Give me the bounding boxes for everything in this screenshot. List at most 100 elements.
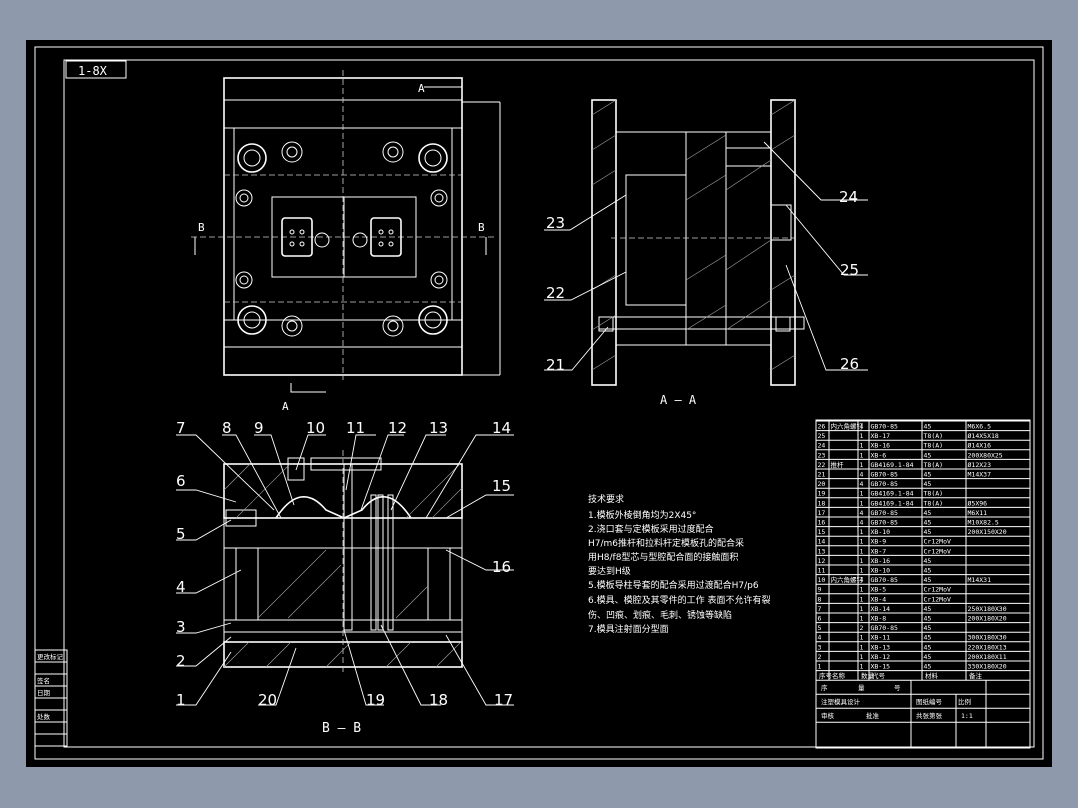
bom-cell: 1: [860, 595, 864, 603]
callout-2: 2: [176, 652, 186, 670]
bom-cell: 26: [818, 423, 826, 431]
tech-req-item-4: 用H8/f8型芯与型腔配合面的接触面积: [588, 551, 738, 563]
mark-b-left: B: [198, 221, 205, 234]
bom-cell: 330X180X20: [968, 663, 1007, 671]
mark-a-bottom: A: [282, 400, 289, 413]
bom-cell: XB-7: [871, 547, 887, 555]
bom-cell: XB-8: [871, 615, 887, 623]
bom-cell: 7: [818, 605, 822, 613]
callout-5: 5: [176, 525, 186, 543]
bom-cell: 4: [860, 480, 864, 488]
bom-cell: XB-17: [871, 432, 891, 440]
bom-cell: 1: [860, 605, 864, 613]
bom-cell: 1: [860, 557, 864, 565]
bom-cell: 13: [818, 547, 826, 555]
title-block-cell: 序: [821, 683, 828, 692]
bom-cell: M6X11: [968, 509, 988, 517]
bom-cell: 12: [818, 557, 826, 565]
bom-cell: GB4169.1-84: [871, 461, 914, 469]
callout-12: 12: [388, 419, 407, 437]
bom-cell: Cr12MoV: [924, 586, 951, 594]
bom-cell: 200X180X11: [968, 653, 1007, 661]
bom-cell: XB-13: [871, 643, 891, 651]
bom-header-cell: 代号: [872, 671, 886, 680]
bom-cell: 20: [818, 480, 826, 488]
callout-3: 3: [176, 618, 186, 636]
bom-cell: 1: [860, 653, 864, 661]
bom-cell: 45: [924, 643, 932, 651]
tech-req-item-3: H7/m6推杆和拉料杆定模板孔的配合采: [588, 537, 744, 549]
bom-cell: 内六角螺钉: [831, 575, 864, 584]
bom-cell: Ø14X16: [968, 442, 992, 450]
callout-9: 9: [254, 419, 264, 437]
callout-16: 16: [492, 558, 511, 576]
bom-cell: 1: [860, 615, 864, 623]
mark-b-right: B: [478, 221, 485, 234]
bom-cell: 25: [818, 432, 826, 440]
callout-10: 10: [306, 419, 325, 437]
bom-cell: 250X180X30: [968, 605, 1007, 613]
bom-cell: 11: [818, 567, 826, 575]
title-block-cell: 批准: [866, 711, 880, 720]
bom-cell: 1: [860, 567, 864, 575]
bb-callouts: 7 8 9 10 11 12 13 14 6 15 5 16 4: [176, 419, 514, 709]
bom-cell: 1: [860, 538, 864, 546]
bom-cell: XB-14: [871, 605, 891, 613]
title-block-cell: 共张第张: [916, 711, 943, 720]
bom-cell: 45: [924, 557, 932, 565]
callout-11: 11: [346, 419, 365, 437]
bom-cell: 45: [924, 451, 932, 459]
bom-cell: Ø5X96: [968, 499, 988, 507]
bom-cell: XB-16: [871, 442, 891, 450]
bom-cell: 45: [924, 615, 932, 623]
bom-cell: T8(A): [924, 432, 944, 440]
bom-cell: 23: [818, 451, 826, 459]
title-block-cell: 号: [894, 684, 901, 692]
bom-cell: T8(A): [924, 461, 944, 469]
bom-cell: T8(A): [924, 442, 944, 450]
bom-cell: 45: [924, 567, 932, 575]
bom-cell: 1: [860, 586, 864, 594]
callout-6: 6: [176, 472, 186, 490]
bom-cell: M14X31: [968, 576, 992, 584]
tech-req-item-2: 2.浇口套与定模板采用过度配合: [588, 523, 714, 535]
bom-cell: XB-4: [871, 595, 887, 603]
tech-req-item-7: 6.模具、模腔及其零件的工作 表面不允许有裂: [588, 594, 770, 606]
title-block-cell: 1:1: [961, 712, 973, 720]
bom-header-cell: 序号: [819, 671, 833, 680]
bom-cell: 4: [860, 576, 864, 584]
bom-cell: 45: [924, 519, 932, 527]
bom-cell: Cr12MoV: [924, 595, 951, 603]
title-block-cell: 审核: [821, 711, 835, 720]
rev-label-1: 更改标记: [37, 652, 64, 661]
bom-cell: 6: [818, 615, 822, 623]
bom-cell: 1: [818, 663, 822, 671]
callout-24: 24: [839, 188, 858, 206]
bom-cell: 45: [924, 605, 932, 613]
bom-cell: 1: [860, 663, 864, 671]
bom-cell: 45: [924, 634, 932, 642]
bom-cell: 200X80X25: [968, 451, 1003, 459]
title-block-cell: 量: [858, 684, 865, 692]
bom-cell: 4: [860, 423, 864, 431]
callout-17: 17: [494, 691, 513, 709]
view-bb-title: B — B: [322, 721, 361, 736]
bom-cell: 21: [818, 471, 826, 479]
bom-cell: 17: [818, 509, 826, 517]
bom-cell: 45: [924, 528, 932, 536]
tech-req-title: 技术要求: [588, 493, 624, 505]
bom-cell: 45: [924, 663, 932, 671]
bom-cell: 1: [860, 528, 864, 536]
bom-cell: 24: [818, 442, 826, 450]
callout-26: 26: [840, 355, 859, 373]
bom-cell: M14X37: [968, 471, 992, 479]
outer-border: [34, 46, 1044, 760]
bom-cell: GB70-85: [871, 624, 898, 632]
callout-14: 14: [492, 419, 511, 437]
rev-label-6: 处数: [37, 712, 51, 721]
bom-cell: 45: [924, 576, 932, 584]
bom-cell: 4: [860, 471, 864, 479]
bom-cell: 45: [924, 624, 932, 632]
bom-header-cell: 名称: [832, 671, 846, 680]
